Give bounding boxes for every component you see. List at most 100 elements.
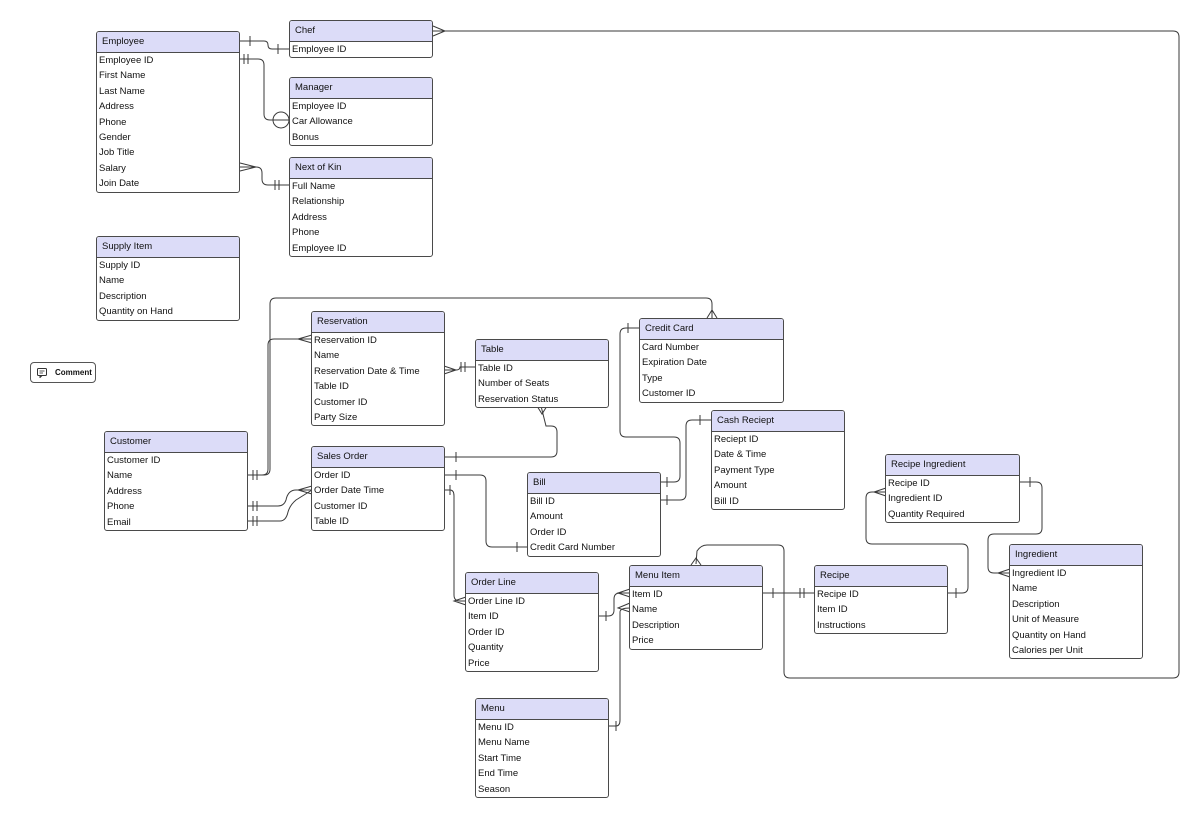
entity-attribute: Name (314, 350, 340, 362)
entity-attribute: Order ID (314, 470, 351, 481)
entity-attribute: Customer ID (107, 455, 161, 466)
entity-title: Credit Card (640, 319, 783, 340)
entity-attribute: Item ID (817, 604, 848, 616)
entity-attribute: Description (99, 290, 147, 302)
entity-attribute: Employee ID (292, 101, 347, 112)
entity-attribute: Recipe ID (817, 589, 859, 600)
entity-title: Recipe Ingredient (886, 455, 1019, 476)
entity-attribute: Price (632, 635, 654, 647)
entity-attribute: Start Time (478, 752, 522, 764)
entity-attribute: Order ID (530, 526, 567, 538)
entity-attribute: Reservation Status (478, 393, 559, 405)
entity-attribute: Order Date Time (314, 485, 385, 497)
entity-attribute: Ingredient ID (888, 493, 943, 505)
connector-sales-order-order-line (445, 489, 466, 602)
entity-attribute: Phone (99, 116, 127, 128)
entity-attribute: Party Size (314, 411, 358, 423)
entity-attribute: Order ID (468, 626, 505, 638)
entity-attribute: Last Name (99, 85, 145, 97)
entity-attribute: Join Date (99, 178, 140, 190)
entity-title: Menu Item (630, 566, 762, 587)
entity-title: Sales Order (312, 447, 444, 468)
entity-attribute: Supply ID (99, 260, 141, 271)
entity-title: Order Line (466, 573, 598, 594)
entity-attribute: Customer ID (314, 396, 368, 408)
entity-title: Next of Kin (290, 158, 432, 179)
entity-attribute: Email (107, 516, 131, 528)
entity-attribute: Reservation ID (314, 335, 377, 346)
entity-attribute: Quantity Required (888, 508, 965, 520)
entity-attribute: Table ID (314, 516, 349, 528)
entity-attribute: Relationship (292, 196, 345, 208)
entity-title: Cash Reciept (712, 411, 844, 432)
entity-attribute: Unit of Measure (1012, 614, 1080, 626)
entity-attribute: Price (468, 657, 490, 669)
connector-bill-cash-reciept (660, 419, 712, 501)
entity-attribute: Name (107, 470, 133, 482)
entity-attribute: Bill ID (530, 496, 555, 507)
entity-attribute: Description (1012, 598, 1060, 610)
entity-attribute: Quantity on Hand (99, 306, 173, 318)
entity-attribute: Menu Name (478, 737, 530, 749)
entity-attribute: Instructions (817, 619, 866, 631)
entity-attribute: Employee ID (99, 55, 154, 66)
entity-attribute: Reciept ID (714, 434, 759, 445)
entity-attribute: Table ID (314, 381, 349, 393)
entity-attribute: Job Title (99, 147, 135, 159)
entity-title: Customer (105, 432, 247, 453)
connector-table-sales-order (445, 405, 558, 458)
entity-attribute: Item ID (468, 611, 499, 623)
connector-employee-manager (240, 58, 290, 121)
connector-employee-next-of-kin (240, 166, 290, 186)
entity-attribute: End Time (478, 768, 519, 780)
connector-customer-sales-order (248, 489, 312, 507)
entity-attribute: Salary (99, 162, 126, 174)
entity-attribute: Address (107, 485, 142, 497)
entity-attribute: Credit Card Number (530, 542, 615, 554)
entity-title: Ingredient (1010, 545, 1142, 566)
entity-attribute: Order Line ID (468, 596, 526, 607)
comment-button[interactable]: Comment (30, 362, 96, 383)
entity-attribute: Card Number (642, 342, 700, 353)
entity-attribute: Bonus (292, 131, 319, 143)
entity-attribute: Full Name (292, 181, 336, 192)
entity-attribute: Name (632, 604, 658, 616)
connector-customer-credit-card (248, 297, 713, 476)
entity-attribute: Name (1012, 583, 1038, 595)
entity-attribute: Customer ID (642, 388, 696, 400)
entity-attribute: Item ID (632, 589, 663, 600)
connector-recipe-recipe-ingredient (865, 491, 969, 594)
entity-attribute: Gender (99, 131, 131, 143)
entity-attribute: Type (642, 372, 663, 384)
connector-sales-order-bill (445, 474, 528, 548)
entity-attribute: Employee ID (292, 242, 347, 254)
entity-title: Manager (290, 78, 432, 99)
connector-recipe-ingredient-ingredient (987, 481, 1043, 574)
entity-attribute: Employee ID (292, 44, 347, 55)
entity-attribute: First Name (99, 70, 146, 82)
entity-attribute: Amount (530, 511, 563, 523)
entity-title: Employee (97, 32, 239, 53)
connector-chef-menu-item (433, 30, 1180, 679)
connector-customer-sales-order-2 (248, 489, 313, 522)
entity-attribute: Description (632, 619, 680, 631)
